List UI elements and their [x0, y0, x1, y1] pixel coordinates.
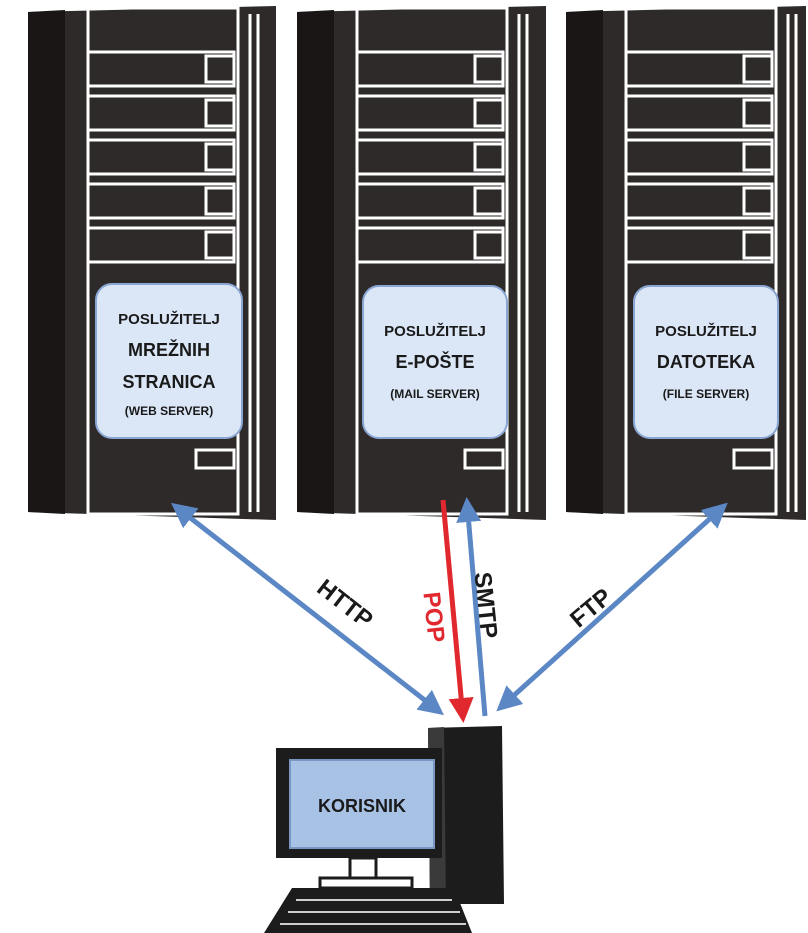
mail-server: POSLUŽITELJ E-POŠTE (MAIL SERVER) — [297, 6, 546, 520]
client-computer: KORISNIK — [264, 726, 504, 933]
file-server-label-sub: (FILE SERVER) — [663, 387, 749, 401]
ftp-arrow — [496, 502, 728, 712]
file-server-drive-bays — [624, 50, 774, 470]
keyboard-keys — [280, 899, 466, 925]
computer-tower — [428, 726, 504, 904]
mail-server-label-sub: (MAIL SERVER) — [390, 387, 480, 401]
web-server-label-sub: (WEB SERVER) — [125, 404, 213, 418]
smtp-arrow — [456, 497, 488, 717]
monitor-base — [318, 876, 414, 890]
smtp-label: SMTP — [469, 571, 503, 640]
client-label: KORISNIK — [318, 796, 406, 816]
file-server-side — [566, 10, 603, 514]
mail-server-side — [297, 10, 334, 514]
web-server-label-line-2: MREŽNIH — [128, 339, 210, 360]
keyboard — [264, 888, 472, 933]
monitor-screen — [289, 759, 435, 849]
file-server-label-line-2: DATOTEKA — [657, 352, 755, 372]
mail-server-label-box — [362, 285, 508, 439]
ftp-label: FTP — [565, 583, 617, 633]
web-server-drive-bays — [86, 50, 236, 470]
web-server-label-line-1: POSLUŽITELJ — [118, 310, 220, 328]
mail-server-label-line-2: E-POŠTE — [395, 351, 474, 372]
file-server: POSLUŽITELJ DATOTEKA (FILE SERVER) — [566, 6, 806, 520]
pop-arrow — [440, 499, 474, 723]
http-label: HTTP — [312, 574, 378, 634]
file-server-label-line-1: POSLUŽITELJ — [655, 322, 757, 340]
pop-label: POP — [417, 591, 449, 644]
file-server-label-box — [633, 285, 779, 439]
web-server: POSLUŽITELJ MREŽNIH STRANICA (WEB SERVER… — [28, 6, 276, 520]
web-server-side — [28, 10, 65, 514]
web-server-label-line-3: STRANICA — [123, 372, 216, 392]
mail-server-drive-bays — [355, 50, 505, 470]
web-server-label-box — [95, 283, 243, 439]
http-arrow — [171, 502, 444, 716]
mail-server-label-line-1: POSLUŽITELJ — [384, 322, 486, 340]
